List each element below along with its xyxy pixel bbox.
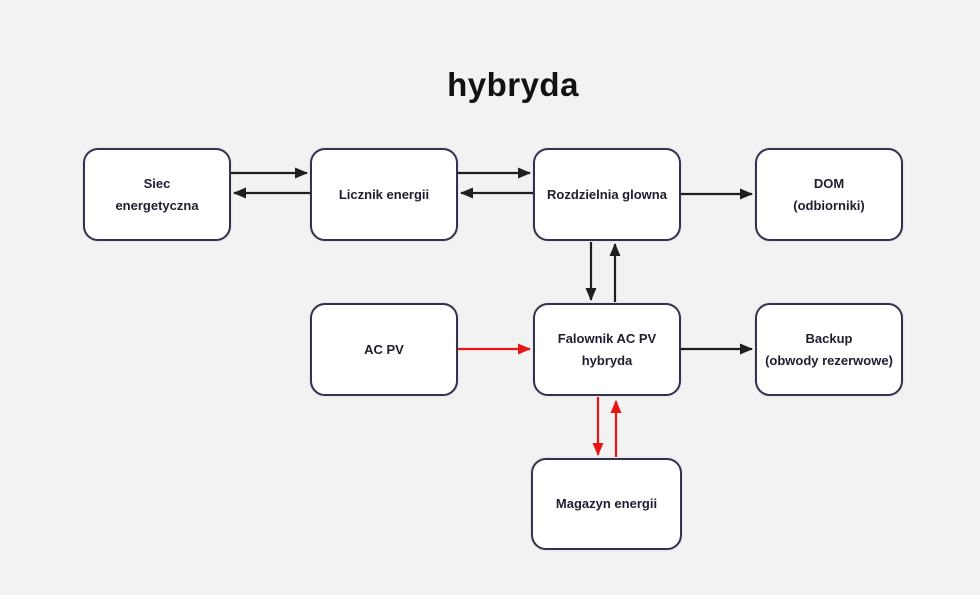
node-licznik-energii-label: Licznik energii <box>338 186 430 202</box>
node-siec-energetyczna: Siec energetyczna <box>83 148 231 241</box>
node-falownik-ac-pv-hybryda: Falownik AC PV hybryda <box>533 303 681 396</box>
node-siec-energetyczna-label: Siec energetyczna <box>115 176 199 213</box>
node-magazyn-energii: Magazyn energii <box>531 458 682 550</box>
node-ac-pv: AC PV <box>310 303 458 396</box>
node-backup-obwody-rezerwowe-label: Backup (obwody rezerwowe) <box>765 331 893 368</box>
node-licznik-energii: Licznik energii <box>310 148 458 241</box>
node-dom-odbiorniki-label: DOM (odbiorniki) <box>793 176 865 213</box>
node-falownik-ac-pv-hybryda-label: Falownik AC PV hybryda <box>557 331 657 368</box>
node-ac-pv-label: AC PV <box>364 341 404 357</box>
diagram-title: hybryda <box>447 66 579 103</box>
node-magazyn-energii-label: Magazyn energii <box>555 496 658 512</box>
node-rozdzielnia-glowna: Rozdzielnia glowna <box>533 148 681 241</box>
node-rozdzielnia-glowna-label: Rozdzielnia glowna <box>547 186 667 202</box>
node-backup-obwody-rezerwowe: Backup (obwody rezerwowe) <box>755 303 903 396</box>
node-dom-odbiorniki: DOM (odbiorniki) <box>755 148 903 241</box>
